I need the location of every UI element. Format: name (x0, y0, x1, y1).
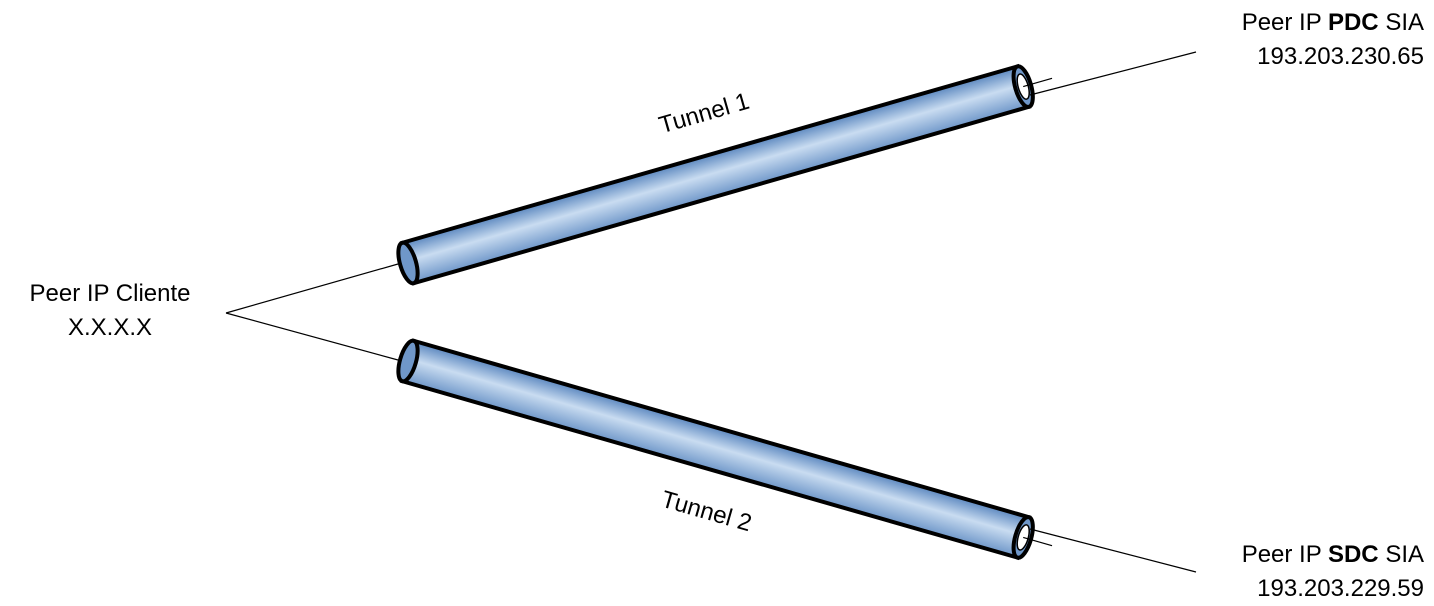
client-peer-title: Peer IP Cliente (29, 280, 191, 307)
tunnel1-to-pdc-line (1029, 51, 1197, 96)
pdc-site-name: PDC (1327, 9, 1379, 36)
pdc-peer-label: Peer IP PDC SIA 193.203.230.65 (1242, 6, 1424, 74)
client-peer-address: X.X.X.X (67, 314, 153, 341)
sdc-peer-address: 193.203.229.59 (1257, 575, 1424, 602)
sdc-peer-label: Peer IP SDC SIA 193.203.229.59 (1242, 538, 1424, 606)
sdc-peer-title: Peer IP SDC SIA (1241, 541, 1424, 568)
tunnel-1 (396, 63, 1053, 286)
sdc-site-name: SDC (1327, 541, 1379, 568)
pdc-peer-address: 193.203.230.65 (1257, 43, 1424, 70)
client-to-tunnel2-line (225, 312, 399, 361)
client-to-tunnel1-line (225, 263, 399, 314)
tunnel2-to-sdc-line (1029, 528, 1197, 573)
pdc-peer-title: Peer IP PDC SIA (1241, 9, 1424, 36)
client-peer-label: Peer IP Cliente X.X.X.X (10, 277, 210, 345)
tunnel-2 (396, 338, 1053, 561)
